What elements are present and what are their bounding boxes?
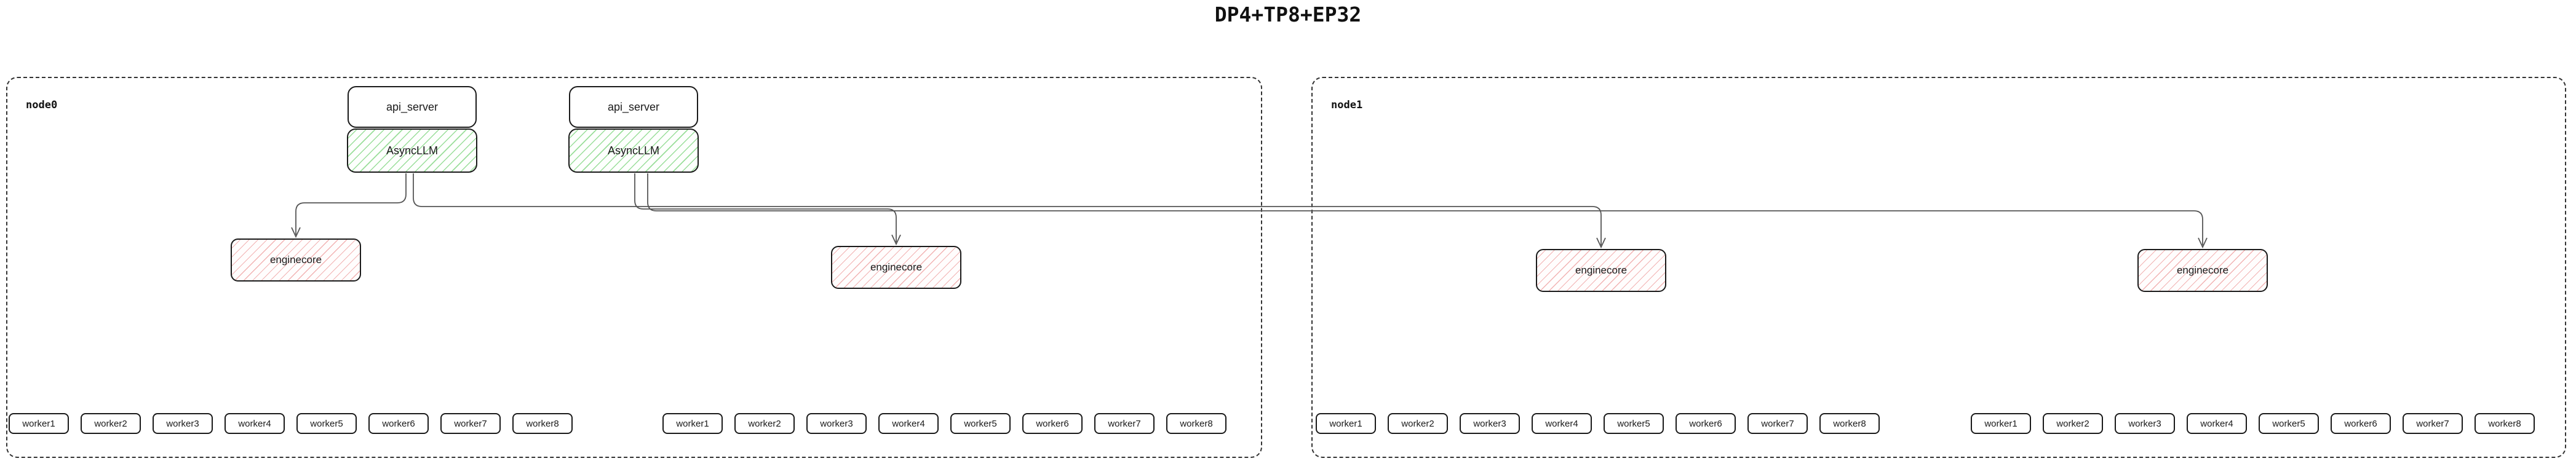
diagram-title: DP4+TP8+EP32 [1214, 2, 1362, 26]
enginecore-3-box: enginecore [1536, 249, 1666, 292]
worker-box: worker3 [1460, 413, 1520, 434]
worker-box: worker5 [950, 413, 1011, 434]
worker-box: worker5 [1604, 413, 1664, 434]
api-server-2-box: api_server [569, 86, 698, 128]
worker-box: worker3 [806, 413, 867, 434]
worker-box: worker8 [1819, 413, 1880, 434]
node1-container: node1 [1311, 77, 2566, 458]
worker-box: worker2 [1388, 413, 1448, 434]
worker-box: worker7 [440, 413, 501, 434]
worker-box: worker2 [2043, 413, 2103, 434]
worker-box: worker7 [1094, 413, 1155, 434]
worker-group-node1-a: worker1 worker2 worker3 worker4 worker5 … [1316, 413, 1880, 434]
worker-box: worker6 [1022, 413, 1083, 434]
node0-label: node0 [26, 99, 58, 111]
enginecore-4-box: enginecore [2137, 249, 2268, 292]
enginecore-1-box: enginecore [231, 238, 361, 282]
worker-box: worker1 [9, 413, 69, 434]
worker-box: worker2 [81, 413, 141, 434]
worker-box: worker3 [2115, 413, 2175, 434]
asyncllm-2-box: AsyncLLM [568, 128, 699, 173]
worker-box: worker8 [1166, 413, 1226, 434]
worker-box: worker1 [1316, 413, 1376, 434]
worker-box: worker6 [1676, 413, 1736, 434]
worker-box: worker5 [296, 413, 357, 434]
worker-box: worker4 [1532, 413, 1592, 434]
worker-box: worker7 [1747, 413, 1808, 434]
worker-box: worker8 [2475, 413, 2535, 434]
worker-group-node0-a: worker1 worker2 worker3 worker4 worker5 … [9, 413, 573, 434]
worker-box: worker1 [1971, 413, 2031, 434]
worker-group-node1-b: worker1 worker2 worker3 worker4 worker5 … [1971, 413, 2535, 434]
worker-box: worker2 [734, 413, 795, 434]
worker-box: worker5 [2259, 413, 2319, 434]
worker-box: worker8 [512, 413, 573, 434]
worker-box: worker4 [878, 413, 939, 434]
worker-box: worker4 [2187, 413, 2247, 434]
enginecore-2-box: enginecore [831, 246, 961, 289]
node1-label: node1 [1331, 99, 1363, 111]
worker-box: worker7 [2403, 413, 2463, 434]
worker-group-node0-b: worker1 worker2 worker3 worker4 worker5 … [662, 413, 1226, 434]
worker-box: worker3 [153, 413, 213, 434]
worker-box: worker6 [368, 413, 429, 434]
worker-box: worker1 [662, 413, 723, 434]
asyncllm-1-box: AsyncLLM [347, 128, 477, 173]
node0-container: node0 [6, 77, 1262, 458]
api-server-1-box: api_server [348, 86, 477, 128]
worker-box: worker4 [225, 413, 285, 434]
worker-box: worker6 [2331, 413, 2391, 434]
